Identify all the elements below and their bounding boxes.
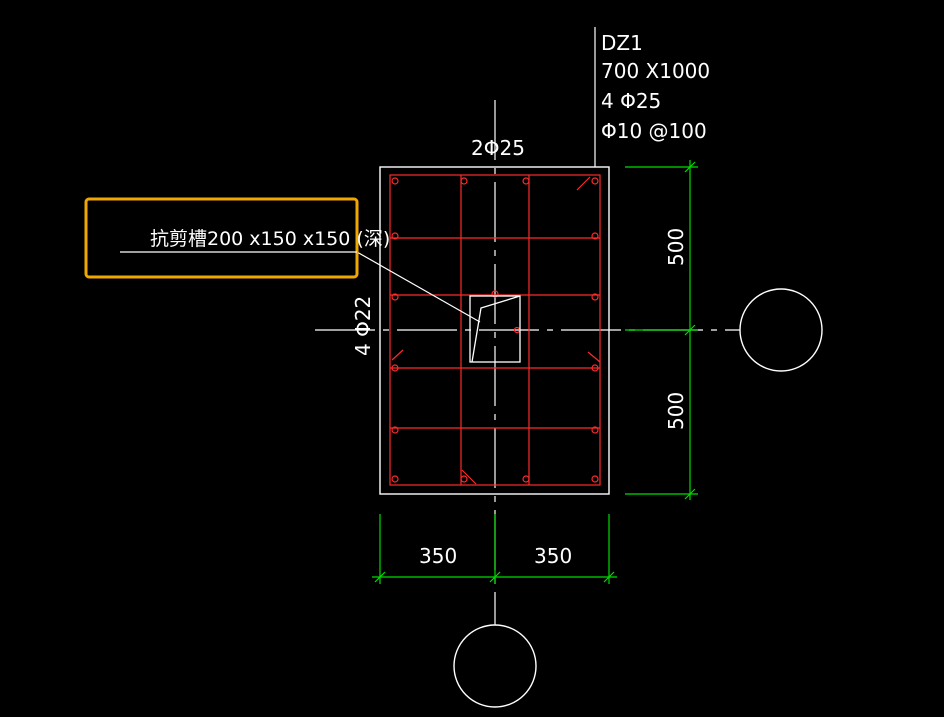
rebar-dot [591,475,599,483]
hook-bottom-left [461,469,477,485]
top-bars-label: 2Φ25 [471,136,525,160]
side-bars-label: 4 Φ22 [351,296,375,356]
rebar-dot [591,364,599,372]
rebar-cage [389,174,601,486]
dim-tick [684,488,696,500]
shear-key-slant-line [471,295,521,363]
shear-key [469,295,521,363]
rebar-dot [591,426,599,434]
vertical-dimension [625,160,698,500]
column-stirrups: Φ10 @100 [601,119,707,143]
dim-tick [489,571,501,583]
dim-label-horizontal-right: 350 [534,544,572,568]
rebar-dot [391,364,399,372]
callout-leader-line [356,251,481,323]
rebar-dot [522,177,530,185]
rebar-dot [522,475,530,483]
dim-tick [603,571,615,583]
dim-label-horizontal-left: 350 [419,544,457,568]
rebar-dot [391,293,399,301]
dim-tick [684,324,696,336]
column-size: 700 X1000 [601,59,710,83]
axis-bubble-bottom [453,624,537,708]
column-outline [379,166,610,495]
callout-text: 抗剪槽200 x150 x150 (深) [150,228,390,250]
stirrup-outer [389,174,601,486]
dim-label-vertical-lower: 500 [664,392,688,430]
rebar-dot [591,232,599,240]
hook-right [587,351,601,363]
rebar-dot [391,232,399,240]
hook-left [391,349,404,361]
rebar-dot [460,475,468,483]
rebar-dot [591,293,599,301]
rebar-dot [591,177,599,185]
dim-tick [374,571,386,583]
horizontal-dimension [372,514,617,584]
rebar-dot [391,426,399,434]
rebar-dot [460,177,468,185]
column-main-bars: 4 Φ25 [601,89,661,113]
shear-key-outline [469,295,521,363]
rebar-dot [391,475,399,483]
rebar-dot [491,290,499,298]
rebar-dot [391,177,399,185]
callout-box [84,197,359,279]
hook-top-right [576,176,591,191]
dim-label-vertical-upper: 500 [664,228,688,266]
axis-bubble-right [739,288,823,372]
column-id: DZ1 [601,31,643,55]
dim-tick [684,161,696,173]
